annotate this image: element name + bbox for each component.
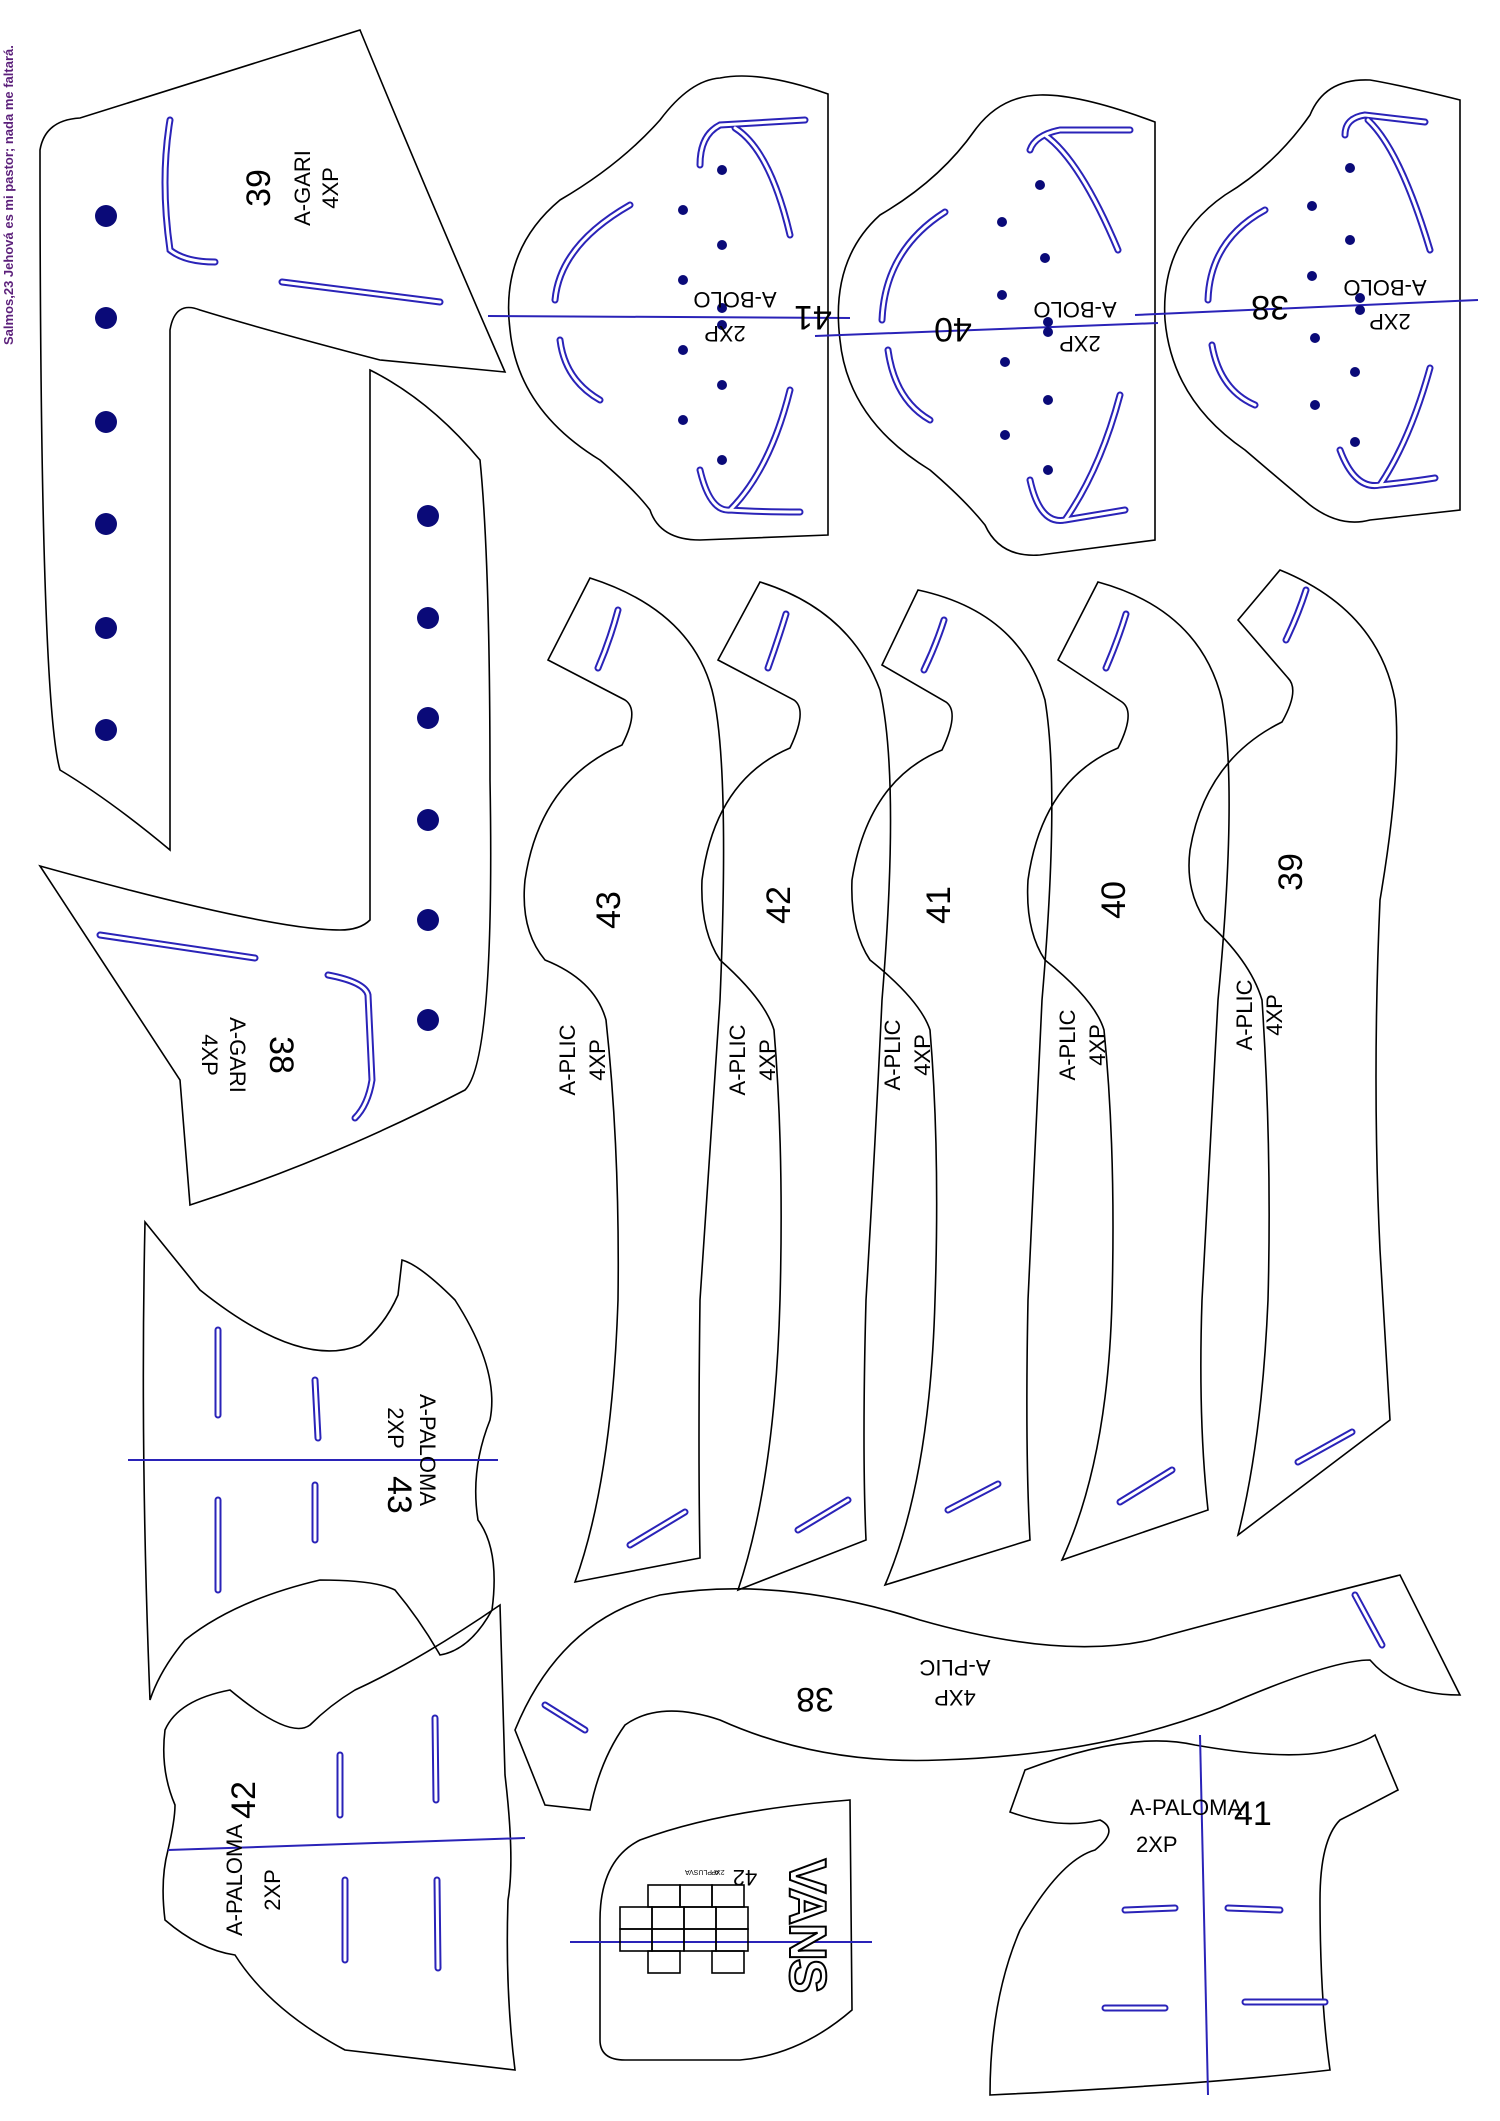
plic-43-size: 43 — [590, 891, 628, 929]
bolo-41-name: A-BOLO — [693, 287, 776, 312]
piece-plic-42: 42 A-PLIC 4XP — [701, 581, 892, 1592]
paloma-43-name: A-PALOMA — [415, 1394, 440, 1506]
bolo-41-size: 41 — [794, 298, 832, 336]
bolo-40-name: A-BOLO — [1033, 297, 1116, 322]
piece-bolo-38: 38 2XP A-BOLO — [1134, 79, 1479, 523]
plic-43-qty: 4XP — [585, 1039, 610, 1081]
vans-grid — [619, 1884, 749, 1974]
piece-bolo-40: 40 2XP A-BOLO — [814, 94, 1159, 557]
paloma-41-size: 41 — [1234, 1795, 1272, 1833]
vans-42-size: 42 — [733, 1865, 757, 1890]
plic-39-size: 39 — [1272, 853, 1310, 891]
piece-plic-41: 41 A-PLIC 4XP — [851, 589, 1053, 1587]
gari-39-eyelets — [95, 205, 117, 741]
piece-plic-43: 43 A-PLIC 4XP — [523, 577, 725, 1584]
bolo-40-dots — [997, 180, 1053, 475]
gari-38-eyelets — [417, 505, 439, 1031]
bolo-40-size: 40 — [934, 310, 972, 348]
gari-39-size: 39 — [240, 169, 278, 207]
piece-bolo-41: 41 2XP A-BOLO — [487, 75, 851, 541]
plic-42-size: 42 — [760, 886, 798, 924]
paloma-41-qty: 2XP — [1136, 1832, 1178, 1857]
plic-38-qty: 4XP — [934, 1685, 976, 1710]
bolo-41-qty: 2XP — [704, 321, 746, 346]
gari-38-size: 38 — [262, 1036, 300, 1074]
vans-logo: VANS — [778, 1859, 836, 1992]
bolo-38-size: 38 — [1251, 288, 1289, 326]
bolo-38-qty: 2XP — [1369, 309, 1411, 334]
paloma-43-qty: 2XP — [383, 1407, 408, 1449]
plic-43-name: A-PLIC — [555, 1024, 580, 1095]
piece-gari-39: 39 A-GARI 4XP — [39, 29, 507, 852]
gari-39-name: A-GARI — [290, 150, 315, 226]
plic-40-size: 40 — [1095, 881, 1133, 919]
piece-plic-40: 40 A-PLIC 4XP — [1026, 581, 1230, 1562]
paloma-42-size: 42 — [225, 1781, 263, 1819]
plic-42-name: A-PLIC — [725, 1024, 750, 1095]
plic-39-qty: 4XP — [1262, 994, 1287, 1036]
piece-plic-38: 38 4XP A-PLIC — [514, 1574, 1462, 1811]
bolo-38-name: A-BOLO — [1343, 275, 1426, 300]
piece-paloma-42: 42 A-PALOMA 2XP — [162, 1603, 526, 2071]
bolo-41-dots — [678, 165, 727, 465]
bolo-40-qty: 2XP — [1059, 331, 1101, 356]
bolo-38-dots — [1307, 163, 1365, 447]
piece-vans-42: VANS 42 A-PLUSVA 2XP — [570, 1799, 872, 2061]
plic-41-size: 41 — [920, 886, 958, 924]
plic-41-name: A-PLIC — [880, 1019, 905, 1090]
plic-40-qty: 4XP — [1085, 1024, 1110, 1066]
paloma-42-name: A-PALOMA — [222, 1824, 247, 1936]
piece-gari-38: 38 A-GARI 4XP — [38, 368, 492, 1207]
piece-paloma-41: A-PALOMA 2XP 41 — [989, 1733, 1400, 2096]
plic-40-name: A-PLIC — [1055, 1009, 1080, 1080]
plic-38-name: A-PLIC — [919, 1655, 990, 1680]
vans-42-small-text: A-PLUSVA — [685, 1868, 719, 1875]
paloma-42-qty: 2XP — [260, 1869, 285, 1911]
vans-42-small-qty: 2XP — [711, 1868, 725, 1875]
gari-38-name: A-GARI — [225, 1017, 250, 1093]
plic-39-name: A-PLIC — [1232, 979, 1257, 1050]
piece-plic-39: 39 A-PLIC 4XP — [1188, 569, 1398, 1538]
paloma-43-size: 43 — [380, 1476, 418, 1514]
header-verse: Salmos,23 Jehová es mi pastor; nada me f… — [1, 45, 16, 345]
gari-39-qty: 4XP — [318, 167, 343, 209]
plic-42-qty: 4XP — [755, 1039, 780, 1081]
piece-paloma-43: A-PALOMA 2XP 43 — [128, 1219, 498, 1701]
paloma-41-name: A-PALOMA — [1130, 1795, 1242, 1820]
gari-38-qty: 4XP — [197, 1034, 222, 1076]
plic-41-qty: 4XP — [910, 1034, 935, 1076]
plic-38-size: 38 — [796, 1680, 834, 1718]
